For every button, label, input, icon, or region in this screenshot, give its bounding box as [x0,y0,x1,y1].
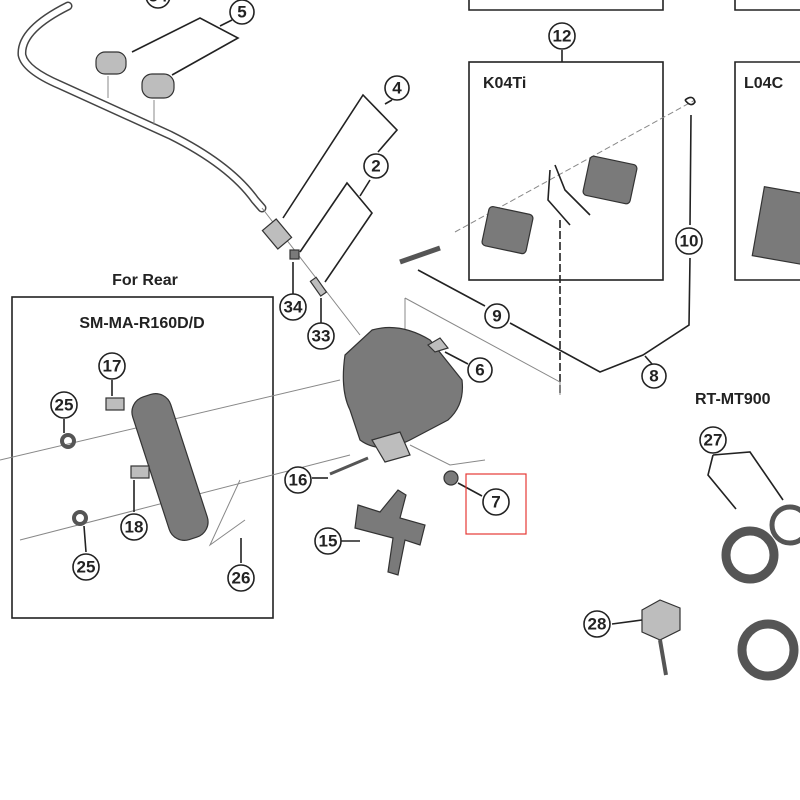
svg-text:28: 28 [588,615,607,634]
callout-17[interactable]: 17 [98,352,126,380]
adapter-bolt-17 [105,397,125,411]
rotor-lockring [721,526,779,584]
l04c-label: L04C [744,75,784,92]
svg-text:4: 4 [392,79,402,98]
connector-insert [309,276,328,297]
adapter-bolt-18 [130,465,150,479]
rotor-lockring-2 [737,619,799,681]
callout-4[interactable]: 4 [384,75,410,101]
brake-pad-front [481,206,534,255]
leader-4 [282,93,399,219]
brake-pad-l04c [751,186,800,266]
for-rear-label: For Rear [112,272,178,289]
callout-34-top[interactable]: 34 [145,0,171,9]
svg-text:6: 6 [475,361,484,380]
leader-5 [131,17,240,76]
svg-text:5: 5 [237,3,246,22]
snap-ring [684,96,696,106]
svg-text:12: 12 [553,27,572,46]
svg-text:15: 15 [319,532,338,551]
pad-spacer-6 [427,337,450,353]
callout-33[interactable]: 33 [307,322,335,350]
callout-16[interactable]: 16 [284,466,312,494]
pad-pin [399,245,441,265]
k04ti-label: K04Ti [483,75,526,92]
callout-6[interactable]: 6 [467,357,493,383]
rotor-tool-label: RT-MT900 [695,391,771,408]
pad-box-top-right [734,0,800,11]
svg-text:18: 18 [125,518,144,537]
callout-15[interactable]: 15 [314,527,342,555]
washer-25b [72,510,88,526]
svg-text:9: 9 [492,307,501,326]
svg-text:8: 8 [649,367,658,386]
pad-box-l04c [734,61,800,281]
lockring-tool [641,599,681,641]
adapter-model-label: SM-MA-R160D/D [79,315,204,332]
svg-text:7: 7 [491,493,500,512]
mount-adapter [131,393,209,541]
callout-25b[interactable]: 25 [72,553,100,581]
callout-9[interactable]: 9 [484,303,510,329]
hose-clamp [95,51,175,125]
callout-10[interactable]: 10 [675,227,703,255]
washer-25 [60,433,76,449]
svg-text:33: 33 [312,327,331,346]
brake-hose [17,1,267,213]
svg-text:2: 2 [371,157,380,176]
olive-fitting [261,218,293,250]
brake-caliper [342,327,464,449]
pad-box-k04ti [468,61,664,281]
callout-28[interactable]: 28 [583,610,611,638]
callout-26[interactable]: 26 [227,564,255,592]
callout-25[interactable]: 25 [50,391,78,419]
svg-text:34: 34 [149,0,168,6]
svg-text:16: 16 [289,471,308,490]
insert [289,249,300,260]
svg-text:25: 25 [77,558,96,577]
callout-8[interactable]: 8 [641,363,667,389]
svg-text:25: 25 [55,396,74,415]
svg-text:10: 10 [680,232,699,251]
bleed-nipple-cap [443,470,459,486]
brake-pad-rear [582,155,638,205]
pad-spring [547,164,591,226]
pad-box-top-left [468,0,664,11]
highlight-box [465,473,527,535]
callout-7[interactable]: 7 [482,488,510,516]
callout-34[interactable]: 34 [279,293,307,321]
pad-retainer [354,489,426,576]
leader-27 [707,451,784,510]
svg-text:17: 17 [103,357,122,376]
callout-5[interactable]: 5 [229,0,255,25]
callout-12[interactable]: 12 [548,22,576,50]
leader-2 [299,181,374,283]
bleed-screw [329,456,369,476]
callout-18[interactable]: 18 [120,513,148,541]
svg-text:27: 27 [704,431,723,450]
svg-text:34: 34 [284,298,303,317]
callout-2[interactable]: 2 [363,153,389,179]
callout-27[interactable]: 27 [699,426,727,454]
leader-8-9-10 [417,114,692,373]
svg-text:26: 26 [232,569,251,588]
